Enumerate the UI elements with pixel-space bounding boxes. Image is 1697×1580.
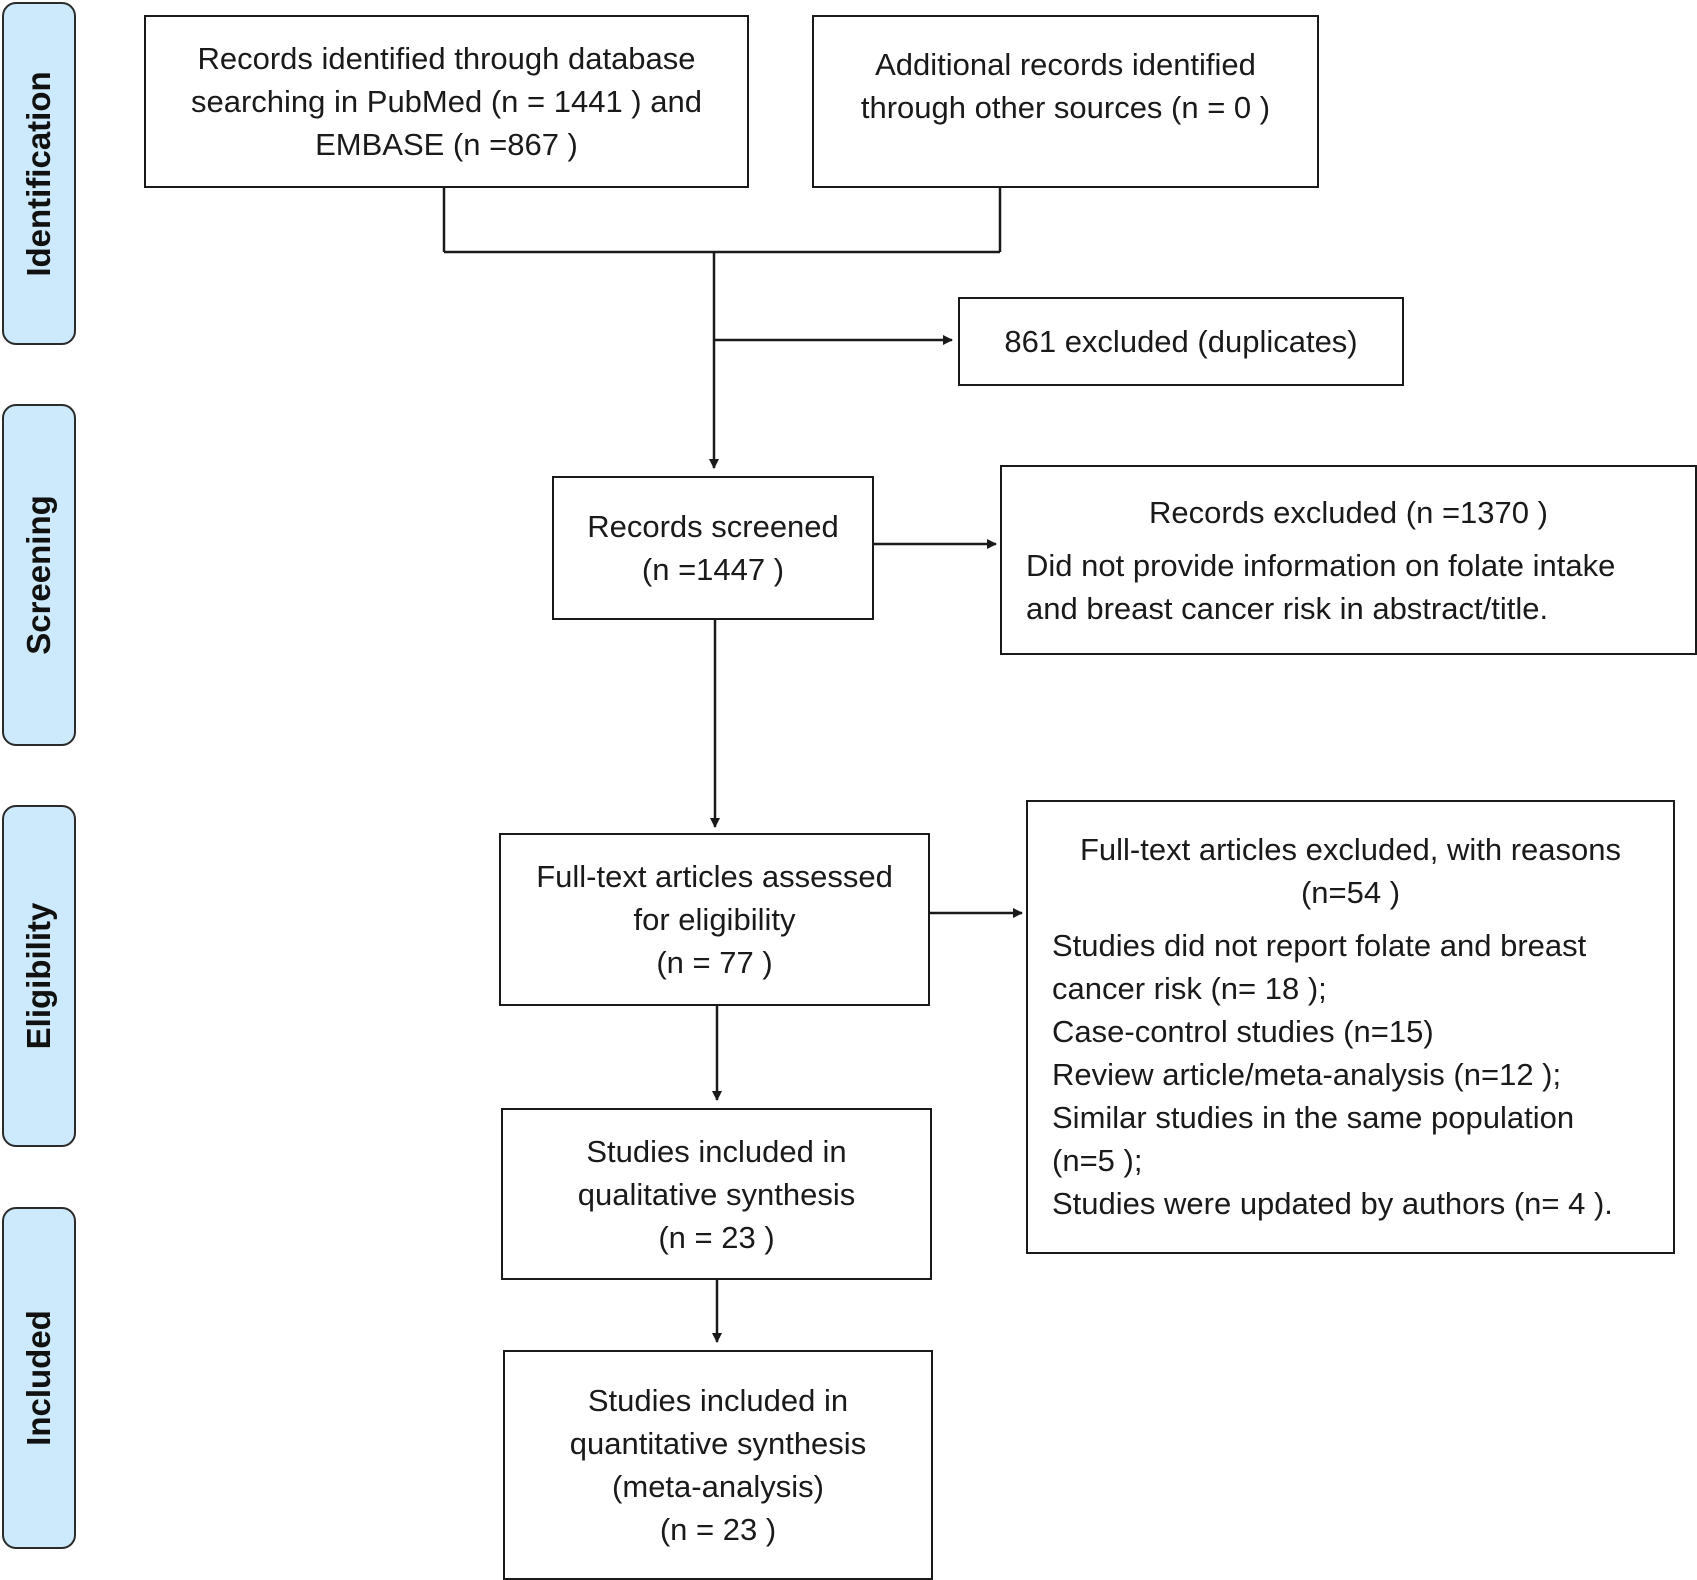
- stage-screening: Screening: [2, 404, 76, 746]
- fulltext-line-1: Full-text articles assessed: [536, 859, 893, 894]
- fulltext-excluded-line-7: Studies were updated by authors (n= 4 ).: [1052, 1186, 1613, 1221]
- fulltext-excluded-line-3: Case-control studies (n=15): [1052, 1014, 1434, 1049]
- fulltext-excluded-line-5: Similar studies in the same population: [1052, 1100, 1575, 1135]
- fulltext-line-2: for eligibility: [633, 902, 796, 937]
- quantitative-line-2: quantitative synthesis: [569, 1426, 867, 1461]
- box-records-screened: Records screened (n =1447 ): [552, 476, 874, 620]
- fulltext-excluded-heading-1: Full-text articles excluded, with reason…: [1079, 832, 1621, 867]
- screen-excluded-line-2: and breast cancer risk in abstract/title…: [1026, 590, 1549, 626]
- qualitative-line-2: qualitative synthesis: [577, 1176, 856, 1212]
- qualitative-line-1: Studies included in: [586, 1133, 847, 1169]
- box-database-records: Records identified through database sear…: [144, 15, 749, 188]
- stage-identification-label: Identification: [20, 70, 57, 277]
- fulltext-excluded-line-4: Review article/meta-analysis (n=12 );: [1052, 1057, 1562, 1092]
- other-records-line-2: through other sources (n = 0 ): [860, 90, 1271, 125]
- database-records-line-3: EMBASE (n =867 ): [315, 127, 578, 162]
- stage-identification: Identification: [2, 2, 76, 345]
- box-fulltext-excluded: Full-text articles excluded, with reason…: [1026, 800, 1675, 1254]
- duplicates-line-1: 861 excluded (duplicates): [1004, 324, 1358, 359]
- screened-line-2: (n =1447 ): [641, 552, 785, 587]
- quantitative-line-1: Studies included in: [587, 1383, 849, 1418]
- box-other-records: Additional records identified through ot…: [812, 15, 1319, 188]
- box-quantitative-synthesis: Studies included in quantitative synthes…: [503, 1350, 933, 1580]
- fulltext-line-3: (n = 77 ): [656, 945, 773, 980]
- quantitative-line-3: (meta-analysis): [612, 1469, 824, 1504]
- fulltext-excluded-line-2: cancer risk (n= 18 );: [1052, 971, 1327, 1006]
- stage-screening-label: Screening: [20, 495, 57, 655]
- database-records-line-1: Records identified through database: [197, 41, 696, 76]
- fulltext-excluded-heading-2: (n=54 ): [1300, 875, 1401, 910]
- fulltext-excluded-line-1: Studies did not report folate and breast: [1052, 928, 1587, 963]
- stage-included-label: Included: [20, 1310, 57, 1446]
- fulltext-excluded-line-6: (n=5 );: [1052, 1143, 1143, 1178]
- database-records-line-2: searching in PubMed (n = 1441 ) and: [191, 84, 702, 119]
- box-records-excluded: Records excluded (n =1370 ) Did not prov…: [1000, 465, 1697, 655]
- other-records-line-1: Additional records identified: [875, 47, 1256, 82]
- stage-included: Included: [2, 1207, 76, 1549]
- screen-excluded-heading: Records excluded (n =1370 ): [1149, 494, 1548, 530]
- qualitative-line-3: (n = 23 ): [658, 1219, 775, 1255]
- screen-excluded-line-1: Did not provide information on folate in…: [1026, 547, 1616, 583]
- quantitative-line-4: (n = 23 ): [659, 1512, 777, 1547]
- screened-line-1: Records screened: [587, 509, 839, 544]
- box-qualitative-synthesis: Studies included in qualitative synthesi…: [501, 1108, 932, 1280]
- box-fulltext-assessed: Full-text articles assessed for eligibil…: [499, 833, 930, 1006]
- box-duplicates: 861 excluded (duplicates): [958, 297, 1404, 386]
- stage-eligibility-label: Eligibility: [20, 902, 57, 1050]
- stage-eligibility: Eligibility: [2, 805, 76, 1147]
